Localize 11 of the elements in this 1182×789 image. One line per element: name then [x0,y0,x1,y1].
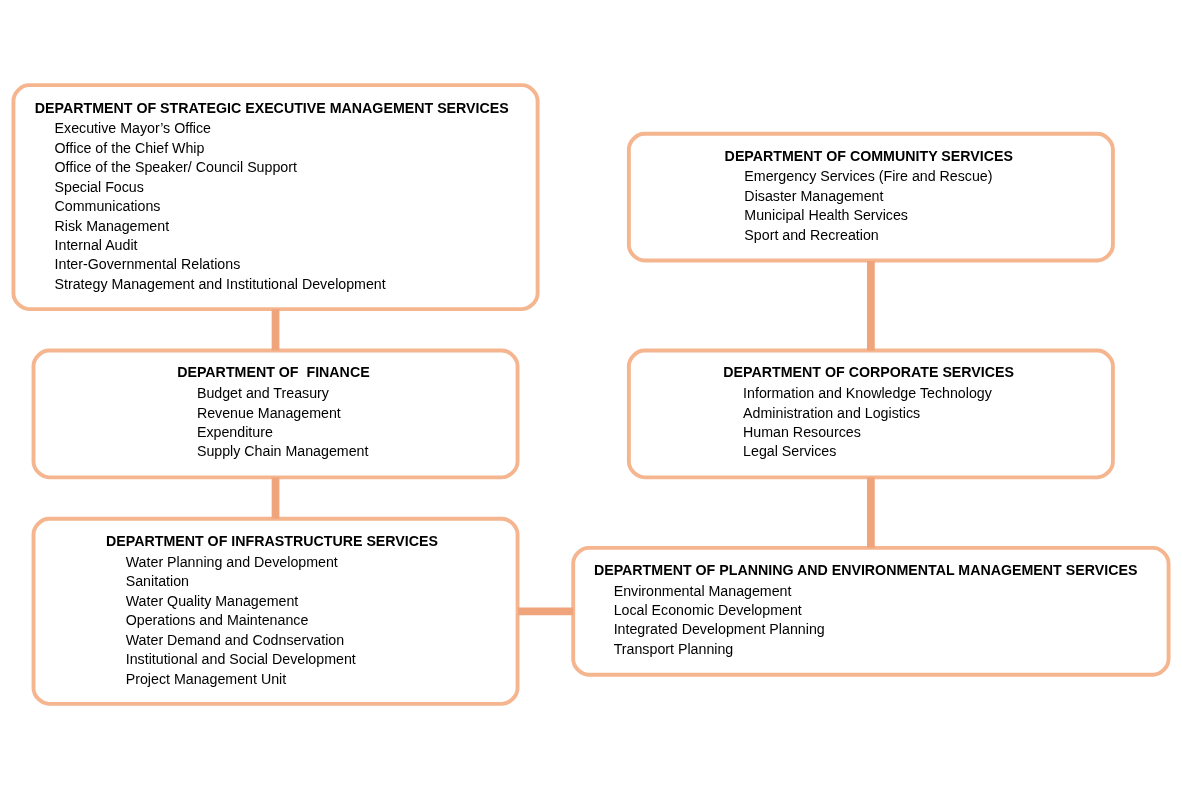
node-box: DEPARTMENT OF COMMUNITY SERVICES Emergency Services (Fire and Rescue) Disaster Management Municipal Health Services Sport and Recreation [626,131,1115,263]
connector [867,260,875,351]
node-box: DEPARTMENT OF FINANCE Budget and Treasury Revenue Management Expenditure Supply Chain Management [31,348,520,480]
connector [867,477,875,548]
connector [271,477,280,519]
node-box: DEPARTMENT OF CORPORATE SERVICES Information and Knowledge Technology Administration and Logistics Human Resources Legal Services [626,348,1115,480]
connector [517,607,574,616]
node-box: DEPARTMENT OF INFRASTRUCTURE SERVICES Water Planning and Development Sanitation Water Quality Management Operations and Maintenance Water Demand and Codnservation Institutional and Social Development Project Management Unit [31,516,520,706]
connector [271,309,280,351]
node-box: DEPARTMENT OF PLANNING AND ENVIRONMENTAL MANAGEMENT SERVICES Environmental Management Local Economic Development Integrated Development Planning Transport Planning [571,545,1171,677]
node-box: DEPARTMENT OF STRATEGIC EXECUTIVE MANAGEMENT SERVICES Executive Mayor’s Office Office of the Chief Whip Office of the Speaker/ Council Support Special Focus Communications Risk Management Internal Audit Inter-Governmental Relations Strategy Management and Institutional Development [11,83,540,311]
